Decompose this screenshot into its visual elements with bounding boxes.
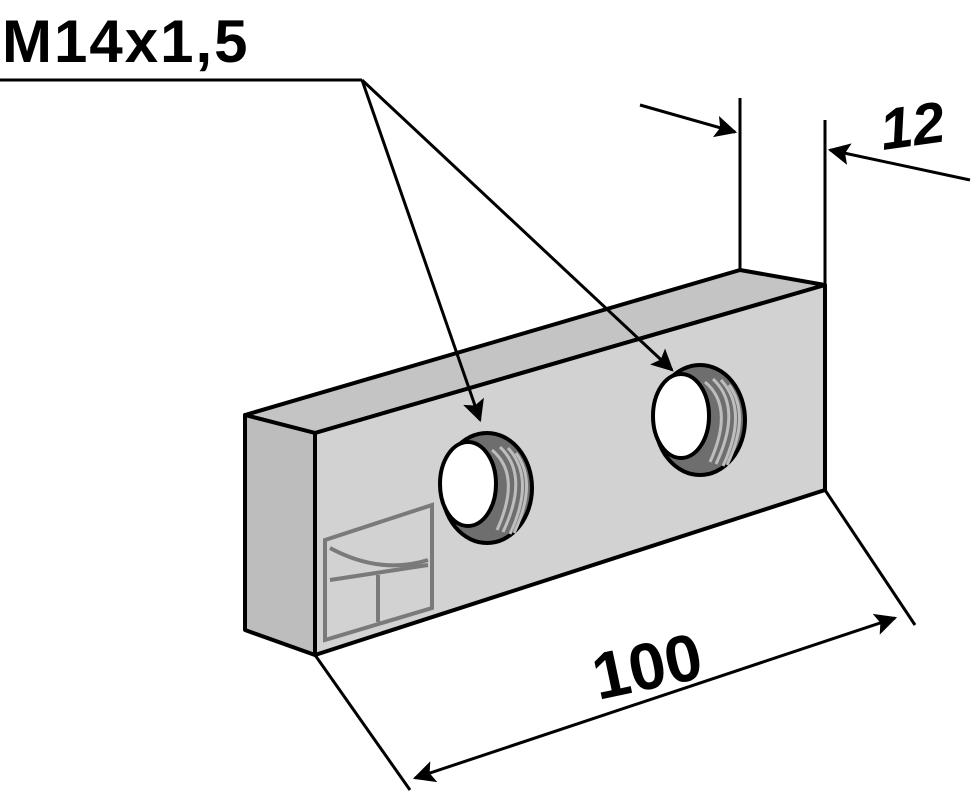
length-dimension xyxy=(313,489,917,791)
block-end-face xyxy=(243,413,317,657)
threaded-hole-left xyxy=(438,431,534,545)
length-label: 100 xyxy=(586,618,709,713)
threaded-hole-right xyxy=(651,363,747,477)
thread-leader xyxy=(0,78,674,423)
thread-label: M14x1,5 xyxy=(2,8,250,75)
thickness-label: 12 xyxy=(876,90,949,163)
thickness-dimension xyxy=(639,98,971,285)
logo-icon xyxy=(323,502,434,643)
